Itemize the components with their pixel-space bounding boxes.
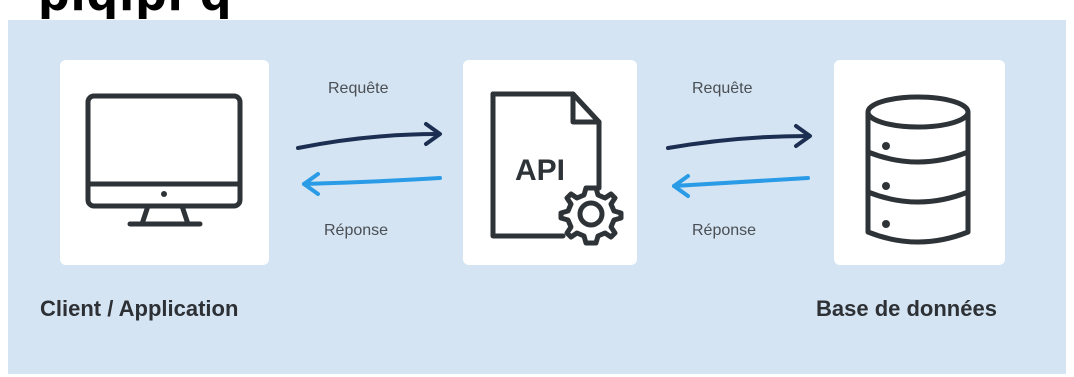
cropped-header-text: plqlpl q bbox=[38, 0, 233, 20]
api-card: API bbox=[463, 60, 637, 265]
api-label: API bbox=[515, 154, 566, 187]
database-caption: Base de données bbox=[816, 296, 997, 321]
response-arrow-right bbox=[672, 174, 810, 198]
client-card bbox=[60, 60, 269, 265]
api-flow-diagram: API bbox=[8, 20, 1066, 374]
flow-arrows bbox=[296, 122, 812, 198]
database-icon bbox=[865, 94, 971, 245]
request-label-left: Requête bbox=[328, 80, 389, 97]
cropped-header: plqlpl q bbox=[0, 0, 1074, 20]
client-caption: Client / Application bbox=[40, 296, 239, 321]
monitor-icon bbox=[85, 93, 243, 227]
request-arrow-left bbox=[296, 122, 442, 150]
response-label-left: Réponse bbox=[324, 222, 389, 239]
request-arrow-right bbox=[666, 124, 812, 150]
response-arrow-left bbox=[302, 172, 442, 196]
response-label-right: Réponse bbox=[692, 222, 757, 239]
api-document-gear-icon bbox=[490, 91, 624, 246]
request-label-right: Requête bbox=[692, 80, 753, 97]
database-card bbox=[834, 60, 1005, 265]
